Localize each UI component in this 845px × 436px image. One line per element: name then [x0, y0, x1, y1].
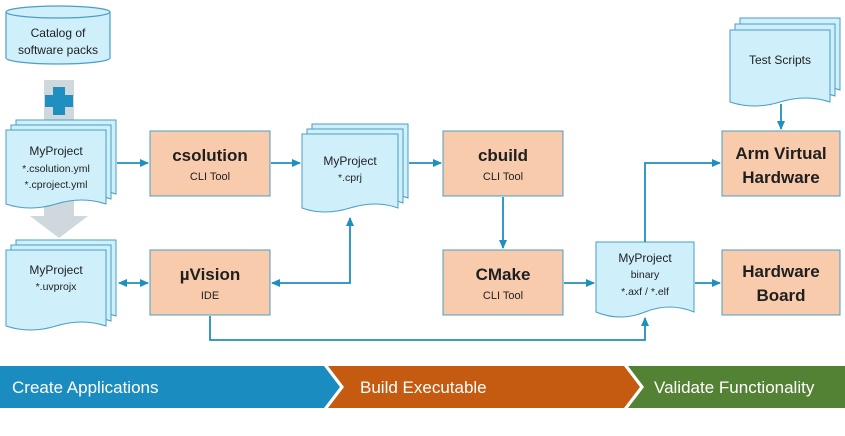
arrow-binary-to-avh	[644, 159, 721, 242]
myproject-cprj-title: MyProject	[323, 154, 377, 168]
stage-3-label: Validate Functionality	[654, 378, 815, 397]
csolution-yml-file: *.csolution.yml	[22, 163, 90, 175]
uvprojx-file: *.uvprojx	[36, 281, 78, 293]
uvision-subtitle: IDE	[201, 290, 219, 302]
avh-line-1: Arm Virtual	[735, 144, 826, 163]
myproject-yml-title: MyProject	[29, 144, 83, 158]
myproject-binary-title: MyProject	[618, 251, 672, 265]
csolution-title: csolution	[172, 146, 248, 165]
csolution-subtitle: CLI Tool	[190, 171, 230, 183]
catalog-of-software-packs: Catalog of software packs	[5, 5, 111, 65]
stage-1-label: Create Applications	[12, 378, 158, 397]
cmake-subtitle: CLI Tool	[483, 290, 523, 302]
test-scripts-document: Test Scripts	[729, 17, 841, 107]
uvision-title: µVision	[180, 265, 241, 284]
myproject-uvprojx-document: MyProject *.uvprojx	[5, 239, 117, 331]
cmake-tool-box: CMake CLI Tool	[442, 249, 564, 316]
myproject-uvprojx-title: MyProject	[29, 263, 83, 277]
cmake-title: CMake	[476, 265, 531, 284]
cproject-yml-file: *.cproject.yml	[24, 179, 87, 191]
hw-board-line-2: Board	[756, 286, 805, 305]
arm-virtual-hardware-box: Arm Virtual Hardware	[721, 130, 841, 197]
cbuild-title: cbuild	[478, 146, 528, 165]
catalog-line-1: Catalog of	[31, 26, 86, 40]
stage-2-label: Build Executable	[360, 378, 487, 397]
binary-label: binary	[631, 269, 660, 281]
myproject-cprj-document: MyProject *.cprj	[301, 123, 409, 213]
catalog-line-2: software packs	[18, 43, 98, 57]
stage-3-chevron	[628, 366, 845, 408]
arrow-uvision-to-binary	[209, 316, 649, 341]
csolution-tool-box: csolution CLI Tool	[149, 130, 271, 197]
myproject-binary-document: MyProject binary *.axf / *.elf	[595, 241, 695, 318]
plus-icon	[45, 87, 73, 115]
uvision-ide-box: µVision IDE	[149, 249, 271, 316]
hw-board-line-1: Hardware	[742, 262, 819, 281]
avh-line-2: Hardware	[742, 168, 819, 187]
stage-2-chevron	[328, 366, 640, 408]
test-scripts-title: Test Scripts	[749, 53, 811, 67]
stage-banner: Create Applications Build Executable Val…	[0, 366, 845, 408]
cbuild-tool-box: cbuild CLI Tool	[442, 130, 564, 197]
hardware-board-box: Hardware Board	[721, 249, 841, 316]
connectors	[117, 104, 785, 341]
arrow-uvision-cprj-bidirectional	[271, 217, 354, 287]
cprj-file: *.cprj	[338, 172, 362, 184]
cbuild-subtitle: CLI Tool	[483, 171, 523, 183]
myproject-csolution-document: MyProject *.csolution.yml *.cproject.yml	[5, 119, 117, 209]
stage-1-chevron	[0, 366, 340, 408]
axf-elf-file: *.axf / *.elf	[621, 286, 669, 298]
